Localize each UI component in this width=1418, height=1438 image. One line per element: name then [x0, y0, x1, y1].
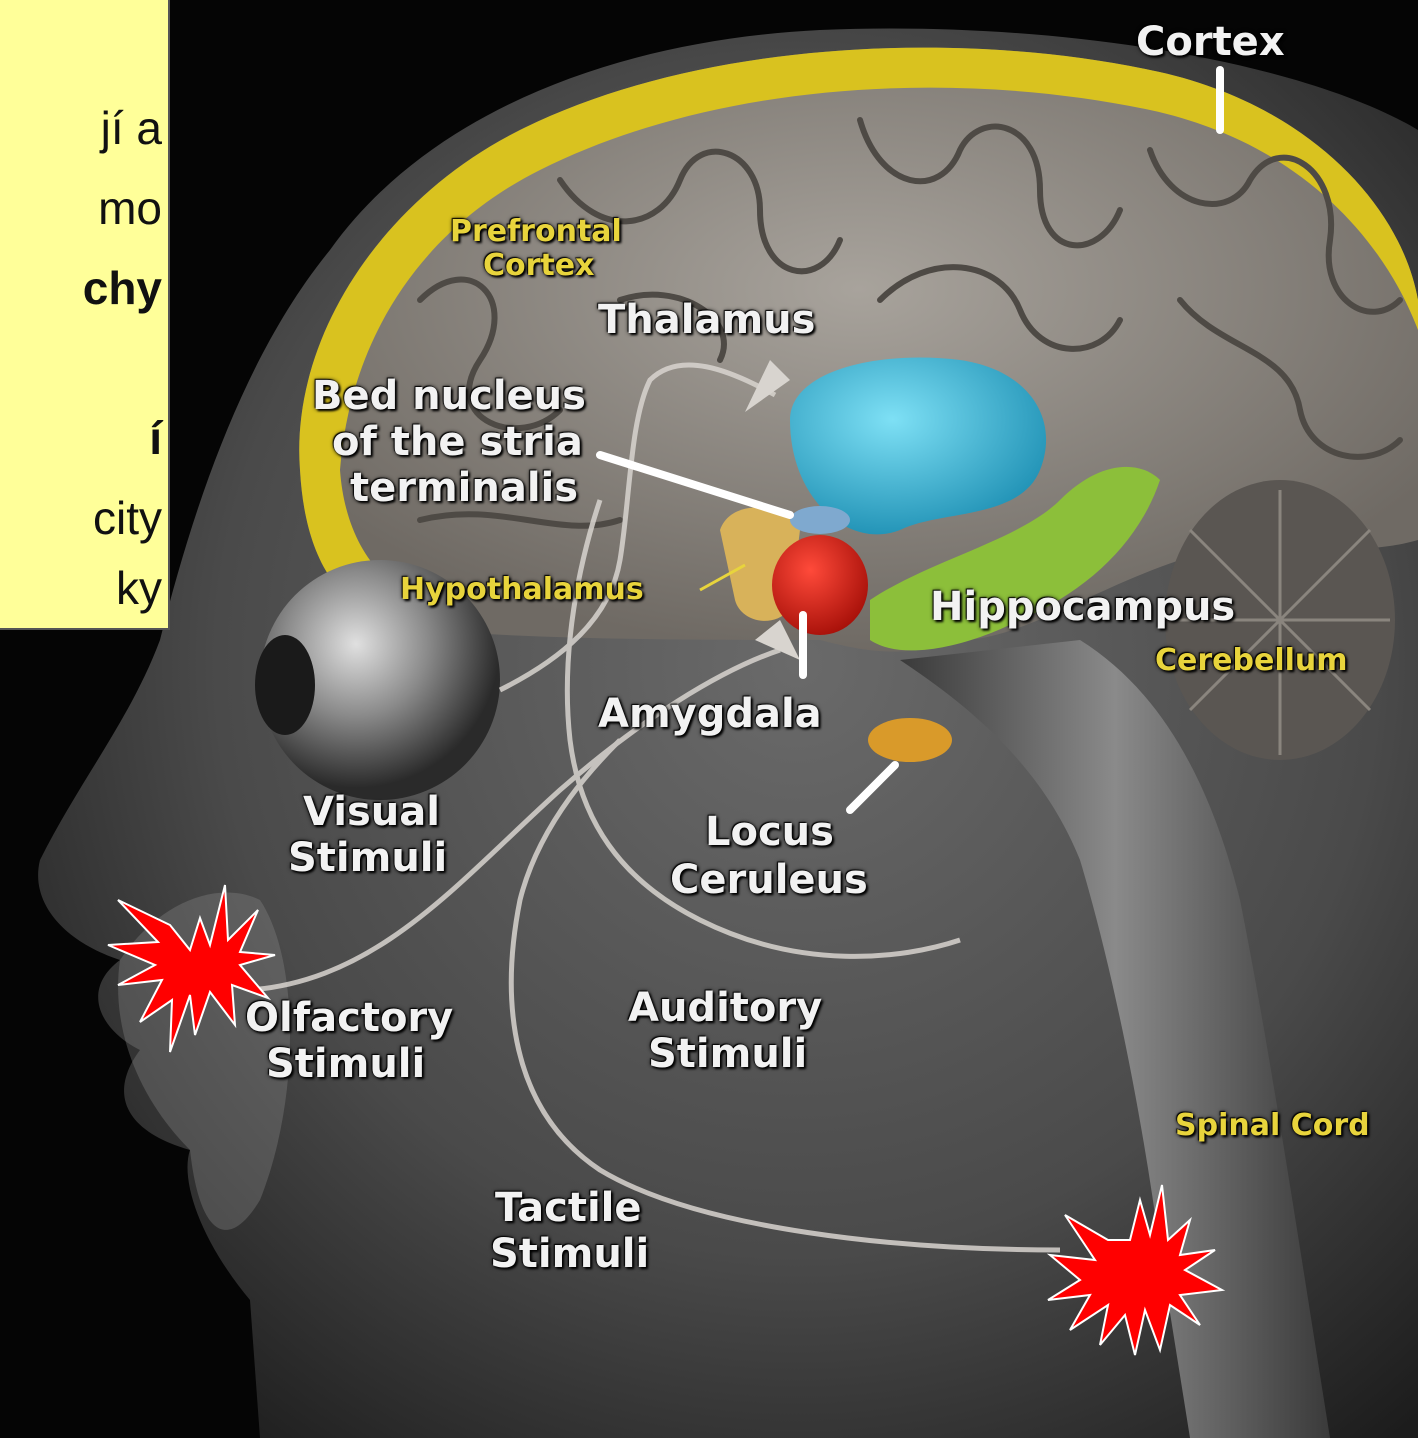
note-line-4: í: [149, 413, 162, 463]
label-auditory-1: Auditory: [628, 986, 822, 1030]
label-tactile-1: Tactile: [495, 1186, 642, 1230]
label-olfactory-2: Stimuli: [266, 1042, 425, 1086]
label-prefrontal-2: Cortex: [483, 250, 594, 282]
label-thalamus: Thalamus: [598, 298, 815, 342]
label-bed-nucleus-1: Bed nucleus: [312, 374, 586, 418]
amygdala-shape: [772, 535, 868, 635]
label-hypothalamus: Hypothalamus: [400, 574, 644, 606]
label-cortex: Cortex: [1136, 20, 1285, 64]
label-bed-nucleus-2: of the stria: [332, 420, 583, 464]
note-line-1: jí a: [101, 103, 162, 153]
label-tactile-2: Stimuli: [490, 1232, 649, 1276]
locus-ceruleus-shape: [868, 718, 952, 762]
label-auditory-2: Stimuli: [648, 1032, 807, 1076]
bed-nucleus-shape: [790, 506, 850, 534]
label-visual-2: Stimuli: [288, 836, 447, 880]
note-line-6: ky: [116, 563, 162, 613]
note-line-5: city: [93, 493, 162, 543]
label-bed-nucleus-3: terminalis: [350, 466, 578, 510]
label-hippocampus: Hippocampus: [930, 585, 1235, 629]
note-line-3: chy: [83, 263, 162, 313]
label-cerebellum: Cerebellum: [1155, 645, 1348, 677]
label-spinal-cord: Spinal Cord: [1175, 1110, 1370, 1142]
note-line-2: mo: [98, 183, 162, 233]
label-amygdala: Amygdala: [598, 692, 822, 736]
label-prefrontal-1: Prefrontal: [450, 216, 622, 248]
label-olfactory-1: Olfactory: [245, 996, 453, 1040]
label-locus-1: Locus: [705, 810, 834, 854]
label-visual-1: Visual: [303, 790, 440, 834]
note-box: jí a mo chy í city ky: [0, 0, 170, 630]
label-locus-2: Ceruleus: [670, 858, 868, 902]
eyelid: [255, 635, 315, 735]
